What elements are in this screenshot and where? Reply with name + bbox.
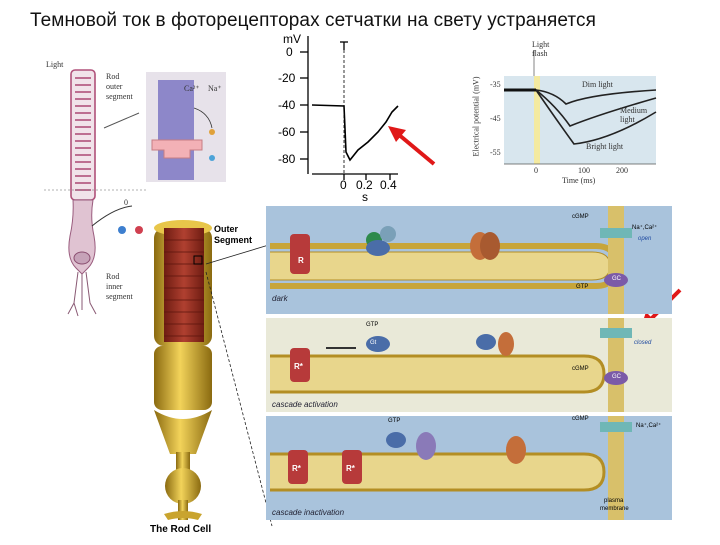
light-label: Light xyxy=(46,60,64,69)
graded-xtick-1: 100 xyxy=(578,166,590,175)
zoom-lines xyxy=(205,243,273,527)
gt-alpha-label: Gt xyxy=(370,340,377,346)
outer-segment-caption-1: Outer xyxy=(214,224,239,234)
rod-schematic: Light Rod outer segment Ca²⁺ Na⁺ 0 Rod i… xyxy=(44,58,230,320)
rod-cell-illustration: Outer Segment The Rod Cell xyxy=(140,214,260,540)
plasma-membrane-label-2: membrane xyxy=(600,506,629,512)
channel-open-label: open xyxy=(638,236,652,242)
receptor-r-label: R xyxy=(298,256,304,265)
membrane-dark xyxy=(270,243,620,289)
trace-ytick-0: 0 xyxy=(286,45,293,59)
graded-response-chart: Light flash Electrical potential (mV) -3… xyxy=(470,40,660,190)
curve-bright xyxy=(504,89,657,145)
ion-ca-label: Ca²⁺ xyxy=(184,84,200,93)
cascade-inactivation-panel: R* R* GTP cGMP Na⁺,Ca²⁺ cascade inactiva… xyxy=(266,416,672,520)
graded-xlabel: Time (ms) xyxy=(562,176,596,185)
ions-inact-label: Na⁺,Ca²⁺ xyxy=(636,423,662,429)
trace-xtick-0: 0 xyxy=(340,178,347,192)
inner-segment-label-3: segment xyxy=(106,292,133,301)
graded-ylabel: Electrical potential (mV) xyxy=(471,76,481,157)
receptor-active-label: R* xyxy=(294,362,303,371)
receptor-active-label-2: R* xyxy=(292,464,301,473)
graded-ytick-0: -35 xyxy=(490,80,501,89)
trace-ylabel: mV xyxy=(283,32,301,46)
trace-ytick-3: -60 xyxy=(278,125,296,139)
inner-segment-label-1: Rod xyxy=(106,272,120,281)
curve-label-medium: Medium light xyxy=(620,106,648,124)
light-flash-label-2: flash xyxy=(532,49,548,58)
receptor-active-label-3: R* xyxy=(346,464,355,473)
cgmp-act-label: cGMP xyxy=(572,366,589,372)
light-flash-label-1: Light xyxy=(532,40,550,49)
dark-state-label: dark xyxy=(272,294,288,303)
outer-segment-label-3: segment xyxy=(106,92,133,101)
trace-xlabel: s xyxy=(362,190,368,204)
gc-dark-label: GC xyxy=(612,276,621,282)
cascade-activation-panel: R* Gt GTP closed cGMP GC cascade activat… xyxy=(266,318,672,412)
activation-state-label: cascade activation xyxy=(272,400,338,409)
ion-na-label: Na⁺ xyxy=(208,84,222,93)
trace-ytick-1: -20 xyxy=(278,71,296,85)
cgmp-inact-label: cGMP xyxy=(572,416,589,422)
graded-ytick-2: -55 xyxy=(490,148,501,157)
outer-segment-label-2: outer xyxy=(106,82,123,91)
graded-xtick-0: 0 xyxy=(534,166,538,175)
voltage-trace: mV 0 -20 -40 -60 -80 0 0.2 0.4 s xyxy=(278,32,418,204)
trace-xtick-1: 0.2 xyxy=(356,178,373,192)
red-arrow-upper xyxy=(388,126,436,166)
trace-ytick-4: -80 xyxy=(278,152,296,166)
gtp-inact-label: GTP xyxy=(388,418,401,424)
curve-label-dim: Dim light xyxy=(582,80,613,89)
gtp-act-label: GTP xyxy=(366,322,379,328)
gc-act-label: GC xyxy=(612,374,621,380)
gtp-dark-label: GTP xyxy=(576,284,589,290)
channel-closed-label: closed xyxy=(634,340,652,346)
curve-medium xyxy=(504,89,657,127)
inactivation-state-label: cascade inactivation xyxy=(272,508,345,517)
curve-dim xyxy=(504,89,657,105)
nucleus xyxy=(73,251,91,265)
cgmp-top-label: cGMP xyxy=(572,214,589,220)
ions-top-label: Na⁺,Ca²⁺ xyxy=(632,225,658,231)
outer-segment-caption-2: Segment xyxy=(214,235,253,245)
outer-segment-label-1: Rod xyxy=(106,72,120,81)
channel-cgmp xyxy=(151,139,203,159)
graded-xtick-2: 200 xyxy=(616,166,628,175)
slide-title: Темновой ток в фоторецепторах сетчатки н… xyxy=(30,10,597,31)
curve-label-bright: Bright light xyxy=(586,142,624,151)
cascade-dark-panel: R dark cGMP Na⁺,Ca²⁺ open GTP GC xyxy=(266,206,672,314)
rod-cell-caption: The Rod Cell xyxy=(150,524,212,535)
inner-segment-label-2: inner xyxy=(106,282,123,291)
plasma-membrane-label-1: plasma xyxy=(604,498,624,504)
graded-ytick-1: -45 xyxy=(490,114,501,123)
membrane-trace xyxy=(311,104,399,162)
zero-label: 0 xyxy=(124,198,128,207)
disk-stack xyxy=(70,69,96,201)
trace-ytick-2: -40 xyxy=(278,98,296,112)
trace-xtick-2: 0.4 xyxy=(380,178,397,192)
